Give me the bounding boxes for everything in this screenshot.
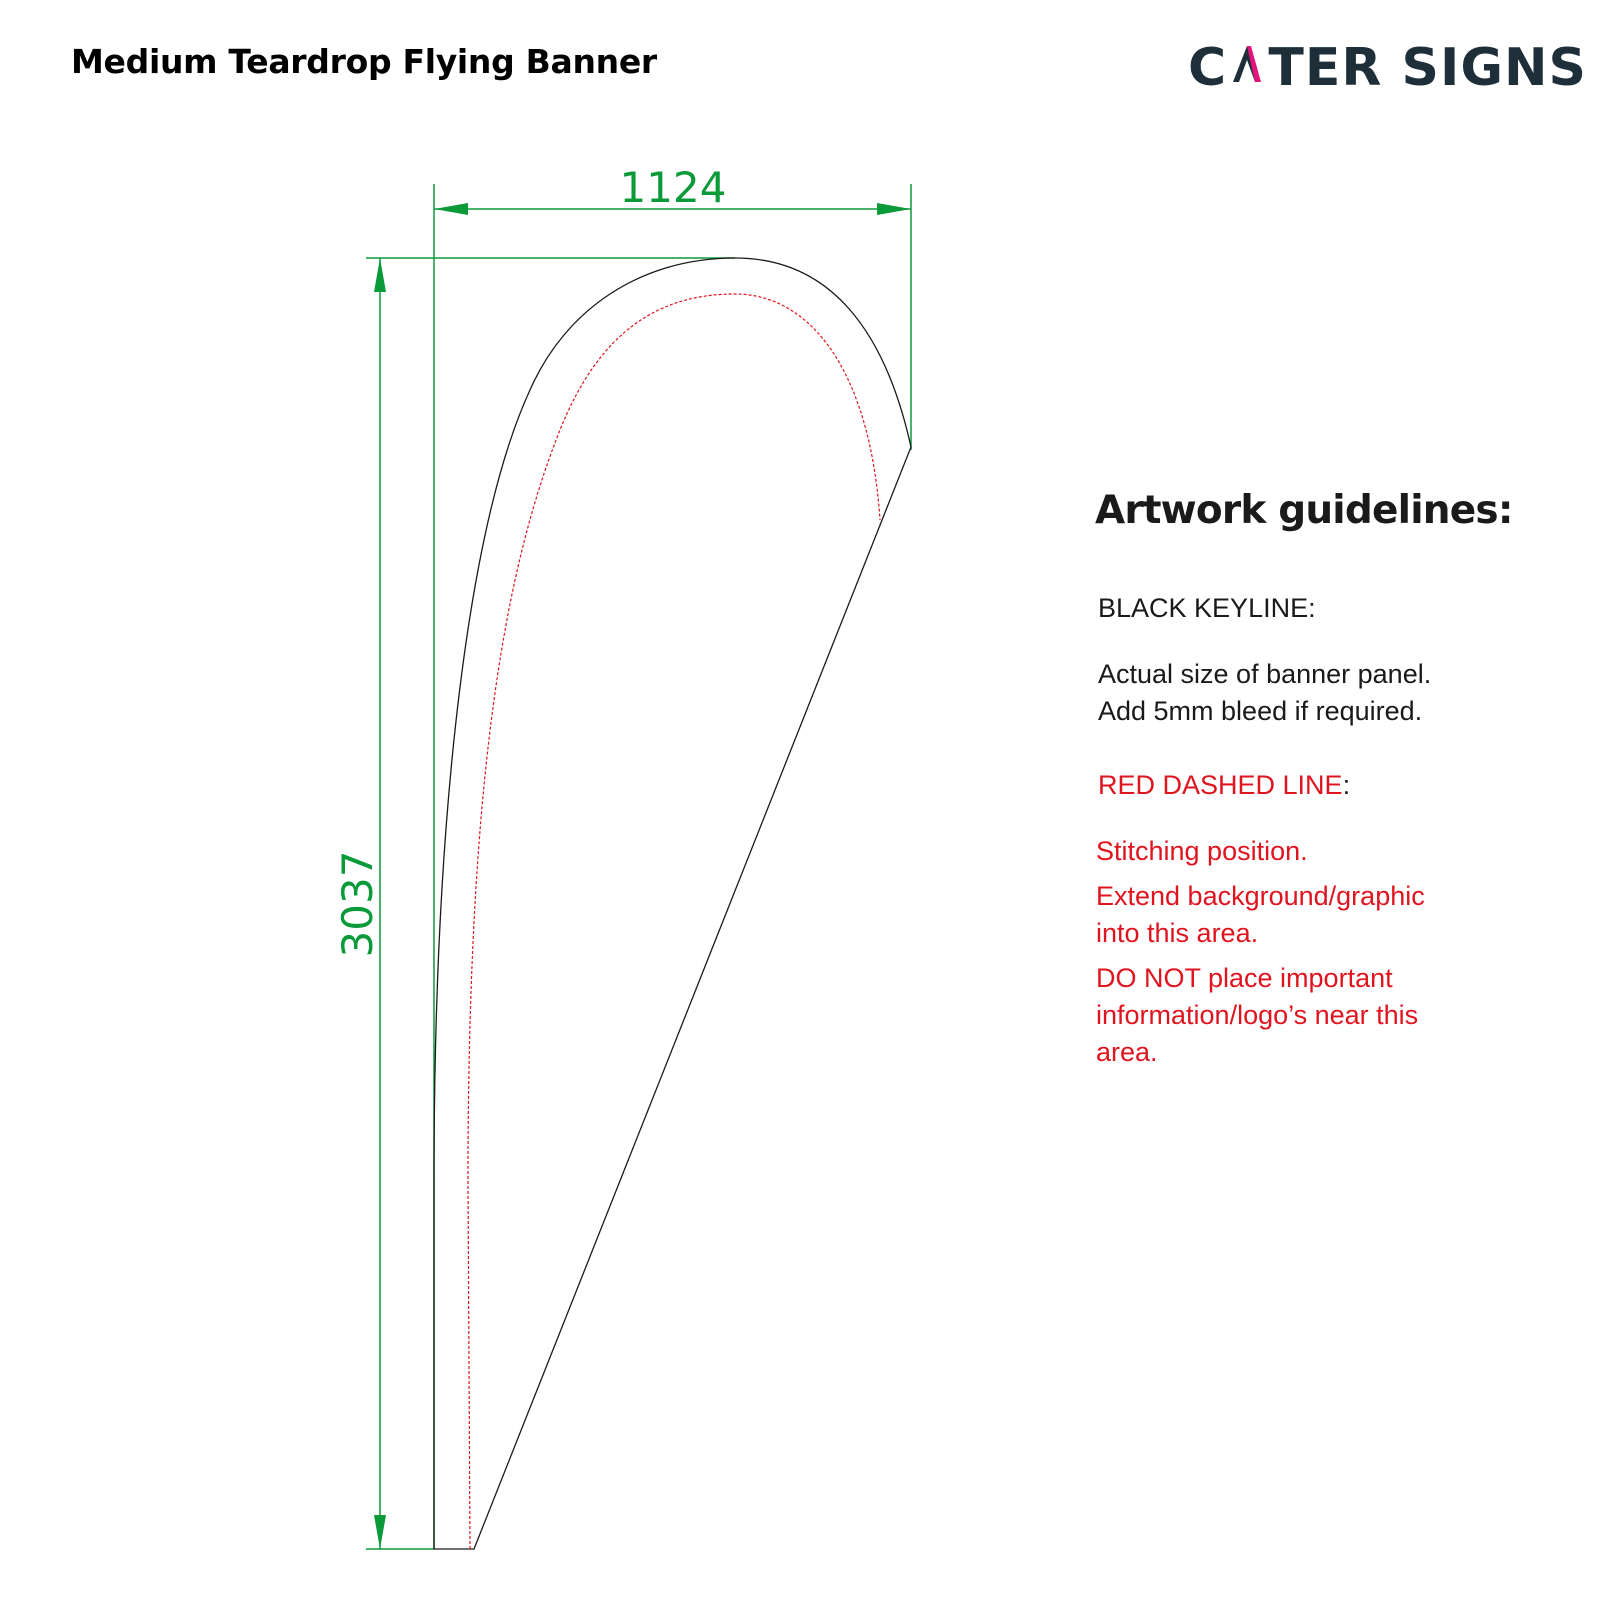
black-keyline-section: BLACK KEYLINE: Actual size of banner pan… (1095, 593, 1575, 730)
red-line-text-3: DO NOT place important information/logo’… (1096, 963, 1419, 1067)
red-line-section: RED DASHED LINE: Stitching position. Ext… (1095, 770, 1575, 1071)
cater-signs-logo: CA TER SIGNS (1188, 38, 1587, 98)
height-label: 3037 (333, 851, 382, 958)
logo-a-icon (1233, 46, 1262, 82)
black-keyline-title: BLACK KEYLINE (1098, 593, 1309, 623)
height-arrow-bottom (374, 1515, 386, 1549)
logo-a-mark: A (1227, 38, 1268, 98)
artwork-guidelines: Artwork guidelines: BLACK KEYLINE: Actua… (1095, 488, 1575, 1111)
logo-text-start: C (1188, 38, 1228, 98)
black-keyline-label: BLACK KEYLINE: (1098, 593, 1575, 624)
height-dimension: 3037 (333, 257, 735, 1550)
black-keyline-line-1: Actual size of banner panel. (1098, 659, 1432, 689)
black-keyline-line-2: Add 5mm bleed if required. (1098, 696, 1423, 726)
width-dimension: 1124 (433, 163, 912, 450)
red-line-colon: : (1342, 770, 1351, 800)
logo-text-end: TER SIGNS (1268, 38, 1588, 98)
guidelines-heading: Artwork guidelines: (1095, 488, 1513, 533)
stitching-line (467, 293, 881, 1550)
page-title: Medium Teardrop Flying Banner (71, 42, 657, 81)
black-keyline-text: Actual size of banner panel. Add 5mm ble… (1098, 656, 1575, 730)
banner-keyline (433, 257, 912, 1550)
red-line-text-1: Stitching position. (1096, 836, 1308, 866)
red-line-title: RED DASHED LINE (1098, 770, 1343, 800)
height-arrow-top (374, 258, 386, 292)
red-line-text-2: Extend background/graphic into this area… (1096, 881, 1425, 948)
red-line-label: RED DASHED LINE: (1098, 770, 1575, 801)
width-label: 1124 (620, 163, 727, 212)
width-arrow-left (434, 203, 468, 215)
black-keyline-colon: : (1308, 593, 1316, 623)
width-arrow-right (877, 203, 911, 215)
